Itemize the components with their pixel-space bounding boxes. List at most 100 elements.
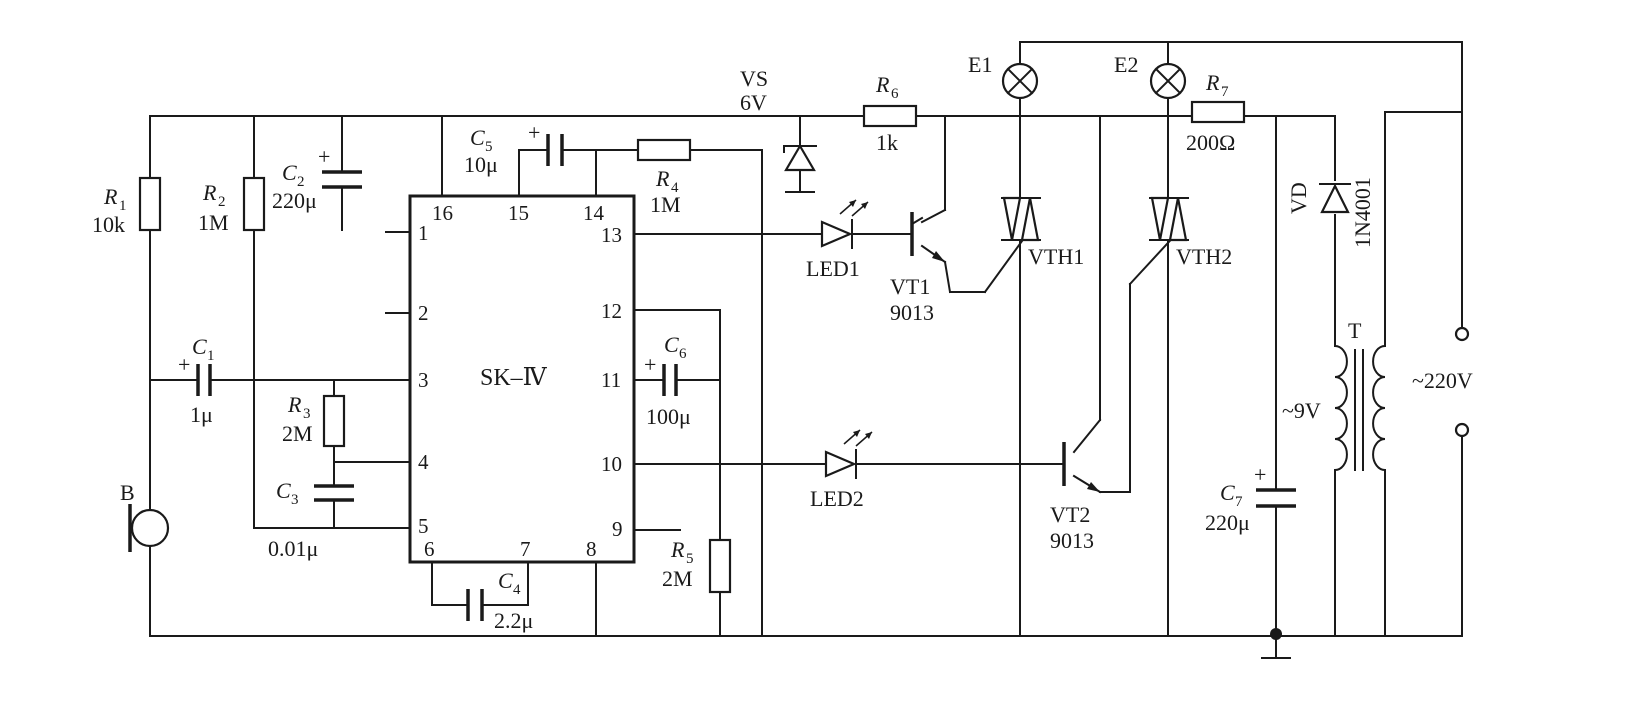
e2-label: E2 (1114, 52, 1138, 77)
pin-5: 5 (418, 514, 429, 538)
led-2: LED2 (810, 429, 873, 511)
c1-value: 1μ (190, 402, 213, 427)
resistor-r3: R 3 2M (282, 392, 346, 448)
r1-value: 10k (92, 212, 125, 237)
capacitor-c4: C 4 2.2μ (466, 568, 533, 633)
c6-value: 100μ (646, 404, 691, 429)
r3-sub: 3 (303, 406, 311, 422)
triac-vth1: VTH1 (1001, 196, 1084, 269)
r1-ref: R (103, 184, 118, 209)
capacitor-c7: + C 7 220μ (1205, 462, 1296, 535)
r5-sub: 5 (686, 551, 694, 567)
t-secondary: ~9V (1282, 398, 1321, 423)
diode-vd: VD 1N4001 (1286, 177, 1375, 248)
c6-plus: + (644, 352, 656, 377)
vs-value: 6V (740, 90, 767, 115)
r5-ref: R (670, 537, 685, 562)
vt1-value: 9013 (890, 300, 934, 325)
r3-ref: R (287, 392, 302, 417)
c7-plus: + (1254, 462, 1266, 487)
c3-ref: C (276, 478, 291, 503)
r5-value: 2M (662, 566, 693, 591)
triac-vth2: VTH2 (1149, 196, 1232, 269)
c3-value: 0.01μ (268, 536, 318, 561)
pin-14: 14 (583, 201, 605, 225)
pin-11: 11 (601, 368, 621, 392)
e1-label: E1 (968, 52, 992, 77)
mains-terminals: ~220V (1412, 326, 1473, 438)
vd-label: VD (1286, 182, 1311, 214)
pin-4: 4 (418, 450, 429, 474)
pin-10: 10 (601, 452, 622, 476)
r7-value: 200Ω (1186, 130, 1235, 155)
r4-ref: R (655, 166, 670, 191)
r7-sub: 7 (1221, 84, 1229, 100)
r7-ref: R (1205, 70, 1220, 95)
c7-value: 220μ (1205, 510, 1250, 535)
vth1-label: VTH1 (1028, 244, 1084, 269)
c4-value: 2.2μ (494, 608, 533, 633)
c2-value: 220μ (272, 188, 317, 213)
b-label: B (120, 480, 135, 505)
microphone-b: B (120, 480, 170, 552)
transistor-vt1: VT1 9013 (890, 212, 945, 325)
c1-sub: 1 (207, 348, 215, 364)
r4-value: 1M (650, 192, 681, 217)
capacitor-c5: + C 5 10μ (464, 120, 564, 177)
c4-sub: 4 (513, 582, 521, 598)
r1-sub: 1 (119, 198, 127, 214)
mains-label: ~220V (1412, 368, 1473, 393)
pin-9: 9 (612, 517, 623, 541)
c6-sub: 6 (679, 346, 687, 362)
r2-ref: R (202, 180, 217, 205)
c5-ref: C (470, 125, 485, 150)
capacitor-c2: + C 2 220μ (272, 144, 362, 213)
led1-label: LED1 (806, 256, 860, 281)
pin-3: 3 (418, 368, 429, 392)
pin-16: 16 (432, 201, 453, 225)
ic-sk-iv: SK–Ⅳ 16 15 14 13 1 2 3 4 5 6 7 8 9 10 11… (408, 194, 636, 564)
vt2-label: VT2 (1050, 502, 1090, 527)
wires (149, 41, 1463, 659)
r4-sub: 4 (671, 180, 679, 196)
resistor-r5: R 5 2M (662, 537, 732, 594)
ic-name: SK–Ⅳ (480, 365, 548, 391)
resistor-r1: R 1 10k (92, 176, 162, 237)
c7-ref: C (1220, 480, 1235, 505)
resistor-r2: R 2 1M (198, 176, 266, 235)
pin-6: 6 (424, 537, 435, 561)
led-1: LED1 (806, 199, 869, 281)
vs-label: VS (740, 66, 768, 91)
resistor-r6: R 6 1k (862, 72, 918, 155)
vt1-label: VT1 (890, 274, 930, 299)
resistor-r7: R 7 200Ω (1186, 70, 1246, 155)
vt2-value: 9013 (1050, 528, 1094, 553)
t-label: T (1348, 318, 1362, 343)
c4-ref: C (498, 568, 513, 593)
r2-value: 1M (198, 210, 229, 235)
pin-1: 1 (418, 221, 429, 245)
pin-8: 8 (586, 537, 597, 561)
transformer-t: T ~9V (1282, 318, 1387, 472)
pin-12: 12 (601, 299, 622, 323)
vd-value: 1N4001 (1350, 177, 1375, 248)
c5-plus: + (528, 120, 540, 145)
pin-2: 2 (418, 301, 429, 325)
c3-sub: 3 (291, 492, 299, 508)
c6-ref: C (664, 332, 679, 357)
capacitor-c3: C 3 0.01μ (268, 478, 354, 561)
pin-15: 15 (508, 201, 529, 225)
capacitor-c6: + C 6 100μ (644, 332, 691, 429)
c5-value: 10μ (464, 152, 498, 177)
pin-7: 7 (520, 537, 531, 561)
r2-sub: 2 (218, 194, 226, 210)
c1-ref: C (192, 334, 207, 359)
pin-13: 13 (601, 223, 622, 247)
zener-diode-vs: VS 6V (740, 66, 817, 193)
lamp-e2: E2 (1114, 52, 1187, 100)
lamp-e1: E1 (968, 52, 1039, 100)
r6-value: 1k (876, 130, 898, 155)
led2-label: LED2 (810, 486, 864, 511)
c5-sub: 5 (485, 139, 493, 155)
